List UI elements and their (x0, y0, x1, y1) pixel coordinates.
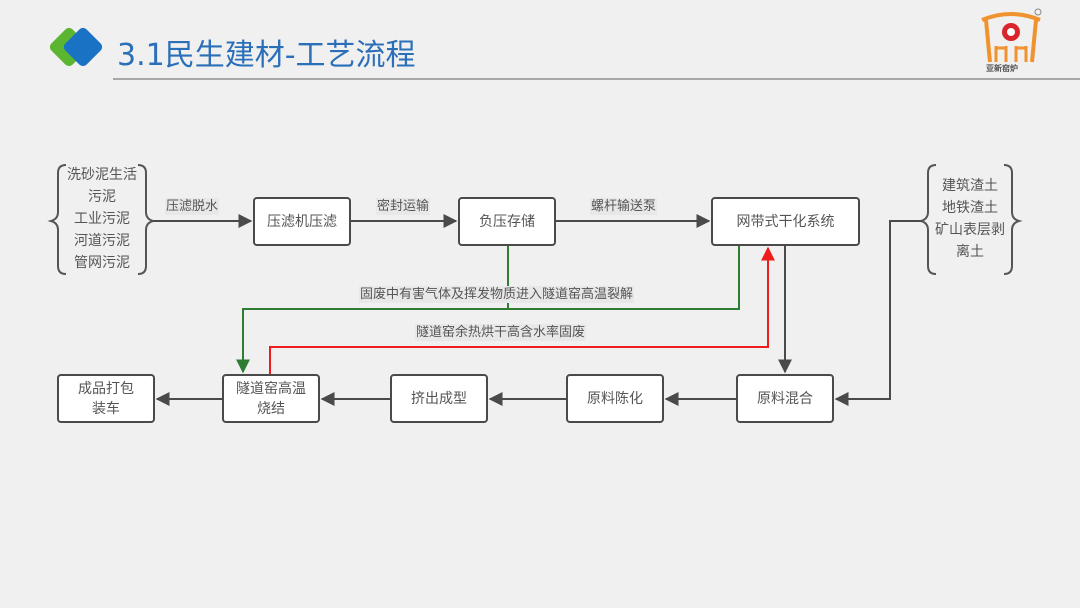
group-item: 管网污泥 (74, 255, 130, 271)
edge-label-gas-to-kiln: 固废中有害气体及挥发物质进入隧道窑高温裂解 (359, 286, 635, 303)
node-material-mixing: 原料混合 (736, 374, 834, 423)
node-extrusion: 挤出成型 (390, 374, 488, 423)
node-label: 烧结 (257, 400, 285, 417)
node-label: 装车 (92, 400, 120, 417)
node-label: 负压存储 (479, 213, 535, 230)
page-title: 3.1民生建材-工艺流程 (117, 38, 416, 73)
node-tunnel-kiln: 隧道窑高温 烧结 (222, 374, 320, 423)
node-packing: 成品打包 装车 (57, 374, 155, 423)
left-brace (47, 164, 67, 275)
edge-label-waste-heat: 隧道窑余热烘干高含水率固废 (415, 324, 587, 341)
node-label: 隧道窑高温 (236, 380, 306, 397)
edge-label-sealed-transport: 密封运输 (376, 198, 431, 215)
green-line-gas (236, 246, 740, 374)
edge-label-dewatering: 压滤脱水 (165, 198, 220, 215)
group-item: 离土 (956, 244, 984, 260)
group-item: 工业污泥 (74, 211, 130, 227)
node-negative-pressure-storage: 负压存储 (458, 197, 556, 246)
node-label: 挤出成型 (411, 390, 467, 407)
node-label: 网带式干化系统 (736, 213, 835, 230)
node-label: 原料混合 (757, 390, 813, 407)
arrow-soil-to-mixing (834, 220, 921, 406)
node-label: 成品打包 (78, 380, 134, 397)
header-divider (113, 78, 1080, 80)
group-item: 洗砂泥生活 (67, 167, 137, 183)
edge-label-screw-pump: 螺杆输送泵 (590, 198, 658, 215)
node-label: 原料陈化 (587, 390, 643, 407)
node-material-aging: 原料陈化 (566, 374, 664, 423)
group-item: 建筑渣土 (942, 178, 998, 194)
right-brace-close (1003, 164, 1023, 275)
group-item: 矿山表层剥 (935, 222, 1005, 238)
node-belt-dryer: 网带式干化系统 (711, 197, 860, 246)
input-group-soil: 建筑渣土 地铁渣土 矿山表层剥 离土 (926, 175, 1014, 263)
node-label: 压滤机压滤 (267, 213, 337, 230)
input-group-sludge: 洗砂泥生活 污泥 工业污泥 河道污泥 管网污泥 (60, 164, 144, 274)
red-line-heat (269, 246, 775, 374)
group-item: 地铁渣土 (942, 200, 998, 216)
group-item: 污泥 (88, 189, 116, 205)
logo-diamond-icon (49, 27, 103, 67)
group-item: 河道污泥 (74, 233, 130, 249)
brand-name: 亚新窑炉 (986, 64, 1018, 73)
node-filter-press: 压滤机压滤 (253, 197, 351, 246)
brand-logo-icon (981, 8, 1042, 63)
